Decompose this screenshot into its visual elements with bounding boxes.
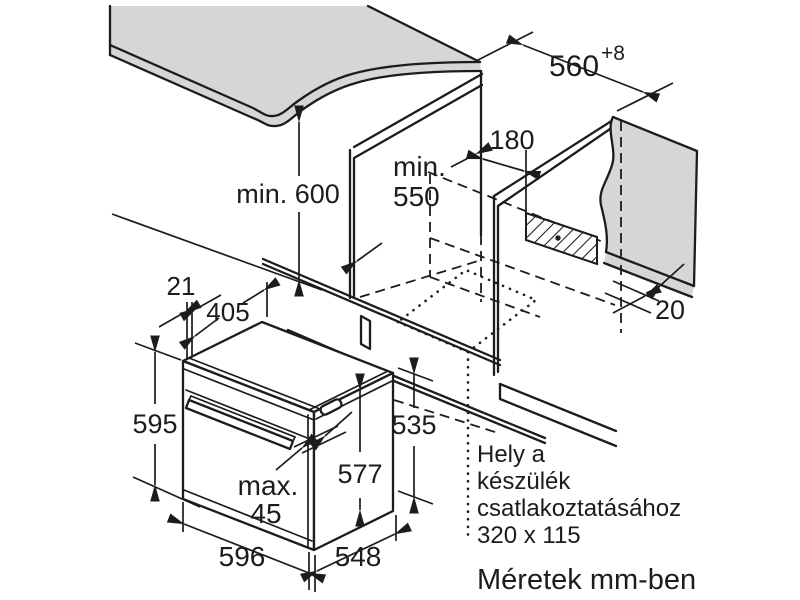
right-cabinet	[492, 115, 699, 377]
side-grip-cutout	[319, 398, 343, 416]
base-right-cabinet	[498, 382, 618, 448]
worktop-left-surface	[110, 6, 480, 117]
note-line-4: 320 x 115	[477, 522, 581, 549]
dim-niche-width-label: 560	[549, 50, 599, 83]
worktop-right-surface	[600, 117, 697, 286]
connection-area-hatch	[525, 211, 598, 266]
dim-side-height: 535	[391, 357, 437, 514]
oven	[181, 320, 395, 552]
worktop-right-edgeband	[604, 252, 694, 297]
plinth-left	[359, 314, 372, 351]
dim-niche-width-tolerance: +8	[601, 42, 625, 65]
dim-worktop-height-label: min. 600	[236, 179, 340, 209]
dim-front-frame-label: 21	[167, 271, 196, 301]
dim-body-depth-label: 577	[337, 459, 382, 489]
dim-niche-depth-label2: 550	[393, 181, 440, 212]
dim-body-depth: 577	[337, 373, 383, 527]
dim-rear-gap-label: 20	[655, 295, 685, 325]
connection-space-outline	[395, 268, 539, 542]
dim-bottom-depth: 548	[300, 515, 412, 583]
dim-front-frame: 21	[158, 271, 222, 359]
dim-side-height-label: 535	[391, 410, 436, 440]
dim-top-depth-label: 405	[206, 297, 249, 327]
dim-oven-height-label: 595	[132, 409, 177, 439]
note-line-3: csatlakoztatásához	[477, 495, 681, 522]
oven-side-face	[312, 371, 395, 552]
dim-handle-depth-label1: max.	[238, 470, 299, 501]
dim-oven-height: 595	[132, 335, 201, 508]
dim-connection-offset-label: 180	[489, 125, 534, 155]
connection-note: Hely a készülék csatlakoztatásához 320 x…	[477, 441, 681, 549]
dim-handle-depth-label2: 45	[250, 498, 281, 529]
dim-top-depth: 405	[178, 277, 281, 350]
dim-rear-gap: 20	[604, 263, 685, 325]
oven-handle	[184, 398, 295, 451]
caption: Méretek mm-ben	[477, 564, 696, 596]
dim-worktop-height: min. 600	[111, 105, 340, 297]
dim-oven-width-label: 596	[219, 541, 266, 572]
dim-niche-depth-label1: min.	[393, 151, 446, 182]
dim-niche-depth: min. 550	[340, 142, 493, 275]
connection-point-dot	[555, 235, 561, 241]
note-line-1: Hely a	[477, 441, 546, 468]
dim-connection-offset: 180	[465, 125, 542, 212]
worktop-left	[108, 4, 483, 128]
note-line-2: készülék	[477, 468, 571, 495]
dim-bottom-depth-label: 548	[335, 541, 382, 572]
dim-niche-width: 560 +8	[477, 31, 674, 112]
